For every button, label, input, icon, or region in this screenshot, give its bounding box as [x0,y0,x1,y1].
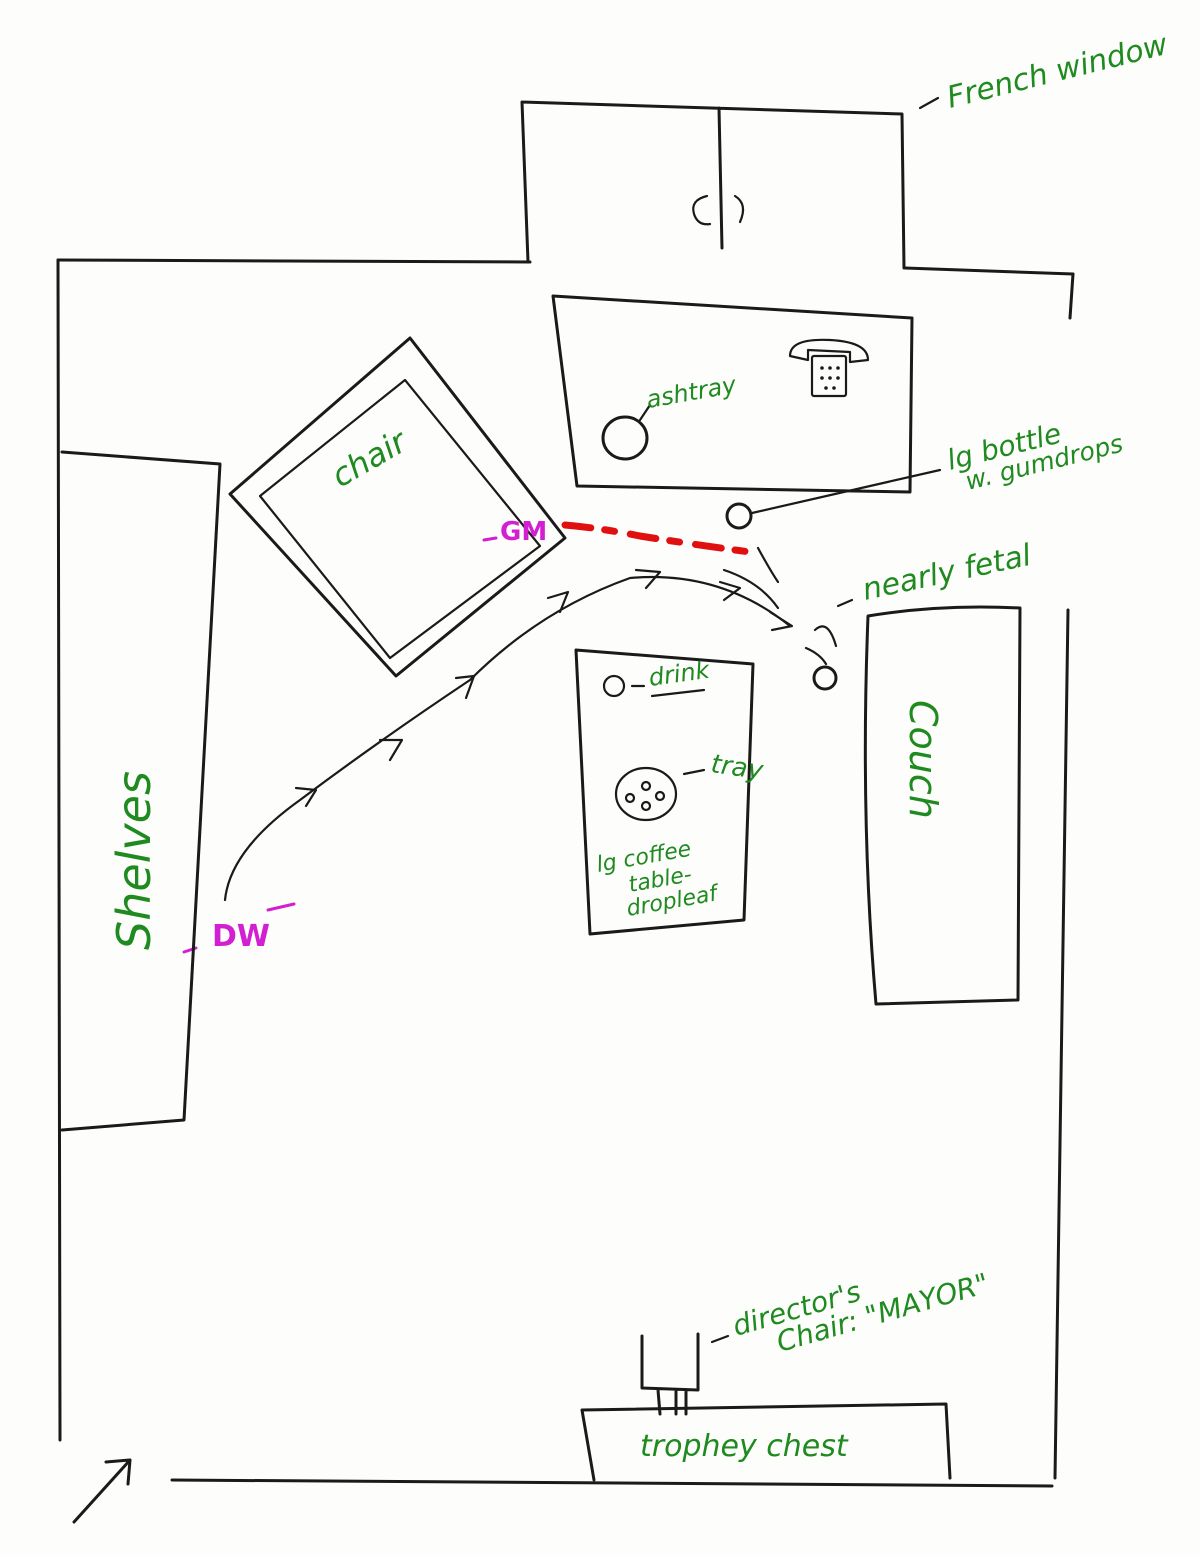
ashtray-label: ashtray [644,370,739,413]
tray-label: tray [709,749,765,786]
wall-right [1053,272,1075,1480]
drink-shape [602,674,626,698]
dw-label: DW [212,919,270,954]
gm-path [561,521,754,556]
coffee-table [574,648,755,936]
ashtray-shape [601,415,649,461]
bottle-shape [725,502,753,530]
arrow-up-right-icon [72,1458,132,1524]
french-window-label: French window [943,27,1171,116]
telephone-icon [788,338,870,398]
gm-label: GM [500,517,547,547]
shelves [60,450,222,1132]
armchair [228,336,567,678]
couch-label: Couch [901,700,945,819]
wall-top [56,258,1075,276]
shelves-label: Shelves [107,771,161,950]
wall-bottom [170,1478,1054,1488]
desk [551,294,914,494]
walk-arrows [294,568,794,808]
drink-label: drink [647,656,712,692]
french-window [520,96,940,270]
trophy-chest-label: trophey chest [640,1429,849,1464]
directors-chair [640,1332,700,1416]
wall-left [56,258,62,1442]
couch [863,605,1022,1006]
room-walls [56,258,1075,1488]
nearly-fetal-figure [756,546,838,691]
dw-walk-path [223,575,792,902]
nearly-fetal-label: nearly fetal [859,538,1034,608]
trophy-chest [580,1402,952,1482]
tray-shape [614,766,678,822]
